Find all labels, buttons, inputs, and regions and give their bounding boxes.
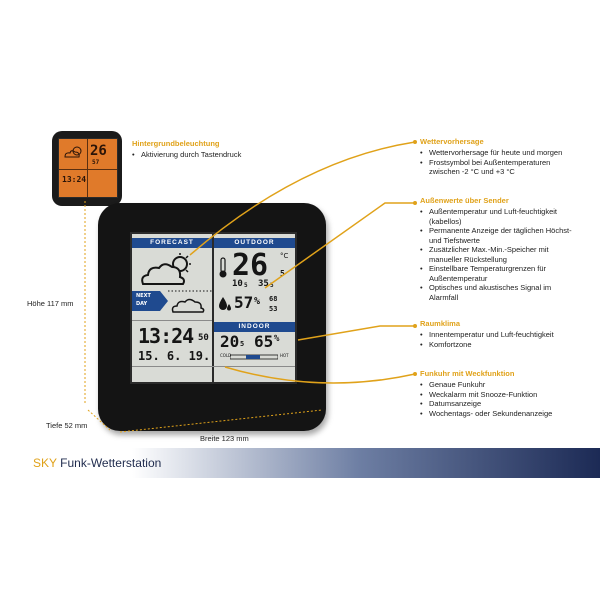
feature-item: Permanente Anzeige der täglichen Höchst-… — [420, 226, 580, 245]
backlit-lcd: 26 57 13:24 — [58, 138, 118, 198]
next-day-arrow — [132, 291, 168, 311]
comfort-zone-bar — [230, 354, 278, 360]
feature-item: Wochentags- oder Sekundenanzeige — [420, 409, 580, 419]
outdoor-temp-decimal: 5 — [280, 269, 285, 278]
clock-seconds: 50 — [198, 333, 209, 343]
feature-item: Außentemperatur und Luft-feuchtigkeit (k… — [420, 207, 580, 226]
indoor-label: INDOOR — [214, 322, 295, 332]
outdoor-min-temp-decimal: 5 — [244, 282, 248, 289]
feature-item: Komfortzone — [420, 340, 580, 350]
indoor-humidity: 65 — [254, 332, 274, 351]
humidity-min: 53 — [269, 305, 278, 313]
thermometer-icon — [219, 257, 227, 278]
callout-list-outdoor: Außentemperatur und Luft-feuchtigkeit (k… — [420, 207, 580, 302]
indoor-temperature: 20 — [220, 332, 240, 351]
callout-heading-forecast: Wettervorhersage — [420, 137, 484, 146]
outdoor-min-temp: 10 — [232, 279, 243, 289]
backlight-heading: Hintergrundbeleuchtung — [132, 139, 220, 148]
mini-outdoor-temp: 26 — [90, 143, 107, 159]
product-banner: SKY Funk-Wetterstation — [0, 448, 600, 478]
feature-item: Einstellbare Temperaturgrenzen für Außen… — [420, 264, 580, 283]
forecast-label: FORECAST — [132, 238, 212, 248]
feature-item: Frostsymbol bei Außentemperaturen zwisch… — [420, 158, 580, 177]
feature-item: Datumsanzeige — [420, 399, 580, 409]
outdoor-max-temp: 35 — [258, 279, 269, 289]
callout-heading-indoor: Raumklima — [420, 319, 461, 328]
mini-time: 13:24 — [62, 175, 87, 184]
indoor-humidity-unit: % — [274, 334, 280, 344]
outdoor-humidity-unit: % — [254, 296, 261, 307]
callout-list-indoor: Innentemperatur und Luft-feuchtigkeit Ko… — [420, 330, 580, 349]
callout-list-clock: Genaue Funkuhr Weckalarm mit Snooze-Funk… — [420, 380, 580, 418]
mini-humidity: 57 — [92, 159, 100, 166]
feature-item: Zusätzlicher Max.-Min.-Speicher mit manu… — [420, 245, 580, 264]
next-day-label-1: NEXT — [136, 293, 151, 299]
cloud-sun-icon — [141, 253, 191, 285]
backlit-device-thumbnail: 26 57 13:24 — [52, 131, 122, 206]
dotted-divider — [168, 290, 212, 292]
callout-list-forecast: Wettervorhersage für heute und morgen Fr… — [420, 148, 580, 177]
comfort-cold-label: COLD — [220, 353, 232, 358]
callout-heading-outdoor: Außenwerte über Sender — [420, 196, 509, 205]
product-title: SKY Funk-Wetterstation — [33, 456, 161, 470]
height-dimension: Höhe 117 mm — [27, 299, 74, 308]
product-name: Funk-Wetterstation — [60, 456, 162, 470]
next-day-label-2: DAY — [136, 301, 148, 307]
backlight-features: Aktivierung durch Tastendruck — [132, 150, 292, 160]
humidity-max: 68 — [269, 295, 278, 303]
feature-item: Weckalarm mit Snooze-Funktion — [420, 390, 580, 400]
comfort-hot-label: HOT — [280, 353, 289, 358]
cloud-sun-icon — [64, 146, 82, 158]
outdoor-max-temp-decimal: 5 — [270, 282, 274, 289]
depth-dimension: Tiefe 52 mm — [46, 421, 88, 430]
feature-item: Innentemperatur und Luft-feuchtigkeit — [420, 330, 580, 340]
lcd-display: FORECAST OUTDOOR INDOOR NEXT DAY 26 ° — [130, 232, 297, 384]
brand-name: SKY — [33, 456, 57, 470]
feature-item: Optisches und akustisches Signal im Alar… — [420, 283, 580, 302]
date-display: 15. 6. 19. — [138, 349, 211, 363]
outdoor-label: OUTDOOR — [214, 238, 295, 248]
weather-station-device: FORECAST OUTDOOR INDOOR NEXT DAY 26 ° — [98, 203, 326, 431]
outdoor-temperature: 26 — [232, 248, 269, 283]
outdoor-humidity: 57 — [234, 293, 254, 312]
outdoor-temp-unit: °C — [280, 252, 289, 260]
feature-item: Aktivierung durch Tastendruck — [132, 150, 292, 160]
width-dimension: Breite 123 mm — [200, 434, 249, 443]
cloud-icon — [171, 298, 205, 313]
feature-item: Genaue Funkuhr — [420, 380, 580, 390]
callout-heading-clock: Funkuhr mit Weckfunktion — [420, 369, 515, 378]
indoor-temp-decimal: 5 — [240, 340, 245, 348]
clock-time: 13:24 — [138, 324, 194, 348]
feature-item: Wettervorhersage für heute und morgen — [420, 148, 580, 158]
water-drop-icon — [219, 297, 231, 311]
